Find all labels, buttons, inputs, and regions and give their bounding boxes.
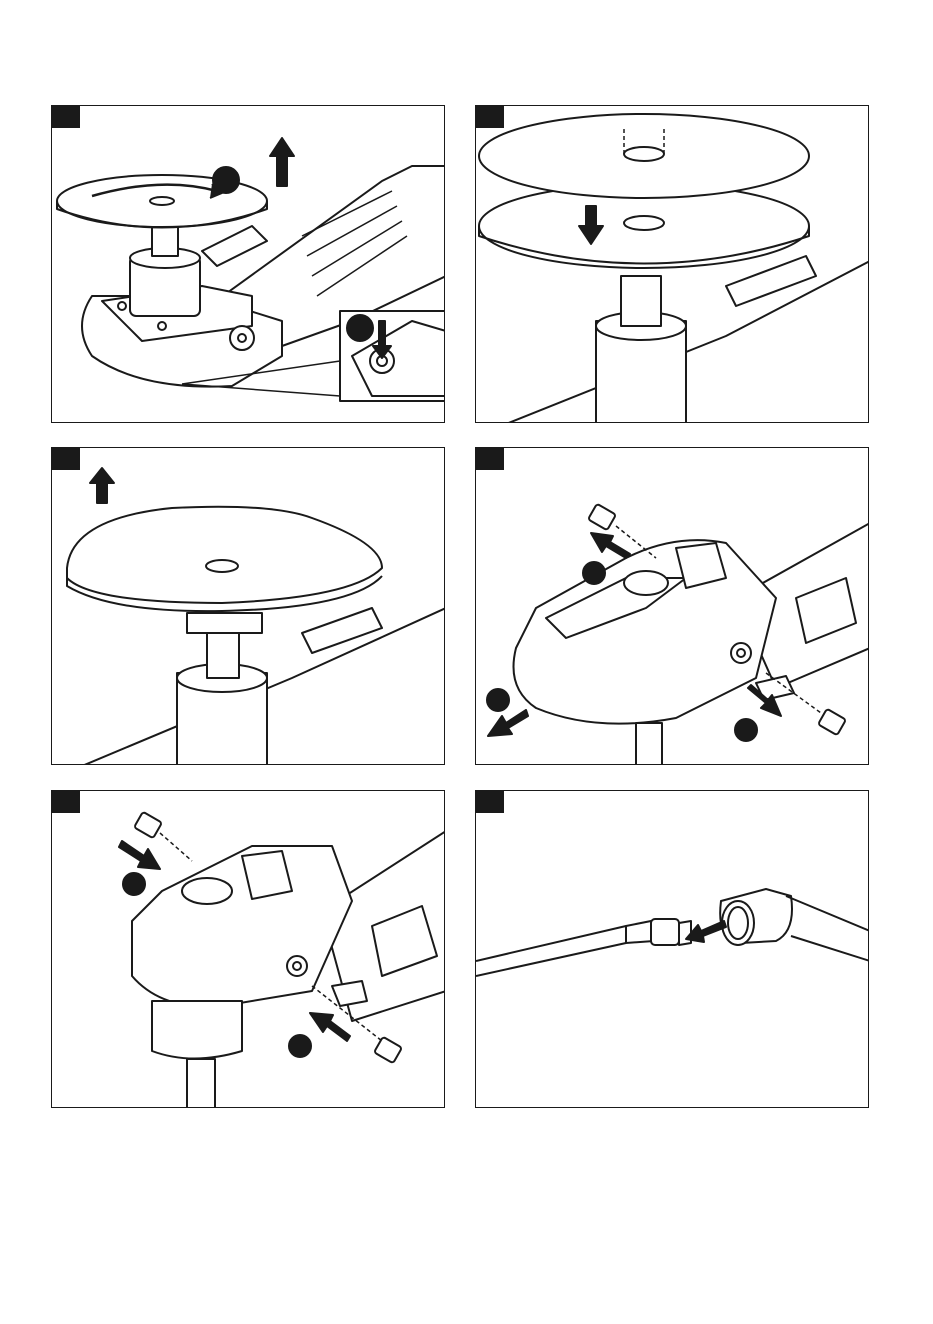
- panel-number-tab: [52, 448, 80, 470]
- panel-number-tab: [476, 791, 504, 813]
- remove-polishing-pad-icon: [52, 106, 445, 423]
- illustration-panel-3: [51, 447, 445, 765]
- panel-number-tab: [52, 791, 80, 813]
- connect-hose-icon: [476, 791, 869, 1108]
- panel-number-tab: [52, 106, 80, 128]
- insert-gear-head-screws-icon: [52, 791, 445, 1108]
- illustration-panel-1: [51, 105, 445, 423]
- panel-number-tab: [476, 448, 504, 470]
- remove-gear-head-screws-icon: [476, 448, 869, 765]
- panel-number-tab: [476, 106, 504, 128]
- illustration-panel-4: [475, 447, 869, 765]
- lift-pad-icon: [52, 448, 445, 765]
- attach-polishing-pad-icon: [476, 106, 869, 423]
- illustration-panel-2: [475, 105, 869, 423]
- illustration-panel-5: [51, 790, 445, 1108]
- illustration-panel-6: [475, 790, 869, 1108]
